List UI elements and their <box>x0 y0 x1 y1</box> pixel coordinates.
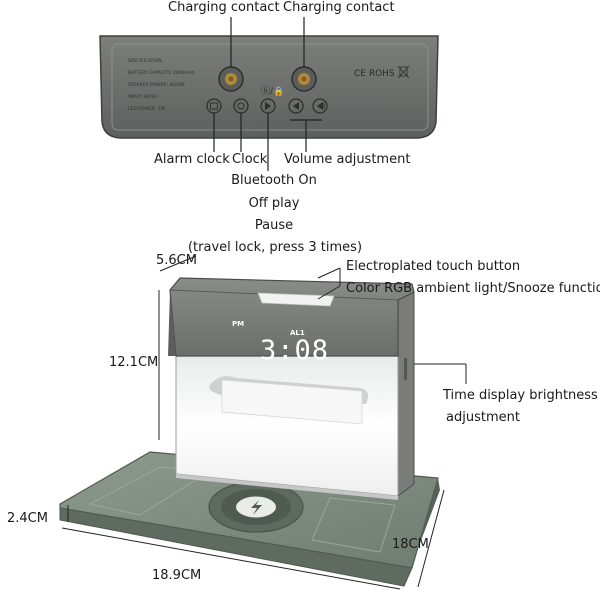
ambient-light-label: Color RGB ambient light/Snooze function <box>346 281 600 296</box>
charging-contact-right <box>291 66 317 92</box>
volume-adjustment-label: Volume adjustment <box>284 152 411 167</box>
display-pm: PM <box>232 320 245 328</box>
brightness-label-line: adjustment <box>446 410 520 425</box>
volume-up-button-icon <box>312 98 328 114</box>
cert-marks: CE ROHS <box>354 69 395 79</box>
bluetooth-label-line: (travel lock, press 3 times) <box>187 240 363 255</box>
svg-text:ⓑ/🔒: ⓑ/🔒 <box>261 86 284 97</box>
charging-contact-left-label: Charging contact <box>168 0 280 15</box>
clock-label: Clock <box>232 152 268 167</box>
display-time: 3:08 <box>260 335 330 366</box>
width-dimension-label: 18.9CM <box>152 568 202 583</box>
charging-contact-right-label: Charging contact <box>283 0 395 15</box>
clock-display: PM AL1 3:08 <box>228 320 338 370</box>
touch-button <box>257 292 335 307</box>
bluetooth-label-line: Off play <box>248 196 300 211</box>
spec-line: SPECIFICATION <box>128 58 162 64</box>
spec-line: LED POWER: 1W <box>128 106 166 112</box>
brightness-button <box>404 358 407 380</box>
clock-device <box>168 277 415 500</box>
length-dimension-label: 18CM <box>392 537 429 552</box>
bluetooth-label-line: Bluetooth On <box>231 173 317 188</box>
alarm-clock-label: Alarm clock <box>154 152 230 167</box>
svg-text:◦ ◦ ◦: ◦ ◦ ◦ <box>186 528 198 534</box>
bottom-panel-view: ⓑ/🔒 SPECIFICATION BATTERY CAPACITY: 2000… <box>99 35 439 139</box>
brightness-label-line: Time display brightness <box>443 388 598 403</box>
spec-line: SPEAKER POWER: 4Ω/3W <box>128 82 185 88</box>
spec-line: INPUT: 9V/2A <box>128 94 158 100</box>
height-dimension-label: 12.1CM <box>109 355 159 370</box>
base-height-dimension-label: 2.4CM <box>7 511 48 526</box>
lightning-icon <box>251 500 262 515</box>
touch-button-label: Electroplated touch button <box>346 259 521 274</box>
weee-icon <box>397 65 410 79</box>
bluetooth-label-line: Pause <box>254 218 294 233</box>
charging-contact-left <box>218 66 244 92</box>
display-alarm-indicator: AL1 <box>290 329 305 337</box>
dimension-lines <box>61 255 467 590</box>
volume-down-button-icon <box>288 98 304 114</box>
depth-dimension-label: 5.6CM <box>156 253 197 268</box>
spec-line: BATTERY CAPACITY: 2000mAh <box>128 70 195 76</box>
top-callout-lines <box>213 17 322 171</box>
